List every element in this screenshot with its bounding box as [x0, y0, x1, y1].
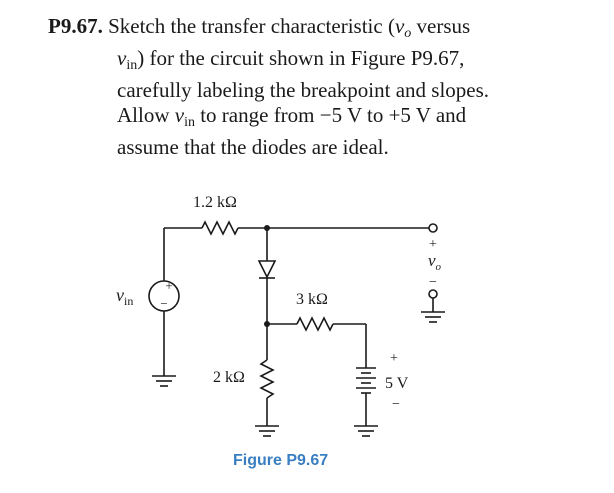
- problem-line-3: carefully labeling the breakpoint and sl…: [117, 78, 490, 102]
- battery-minus-label: −: [392, 397, 400, 412]
- problem-statement: P9.67. Sketch the transfer characteristi…: [48, 14, 568, 160]
- problem-line-2: vin) for the circuit shown in Figure P9.…: [117, 46, 465, 73]
- ground-symbol-battery: [354, 425, 378, 437]
- battery-5v: + 5 V −: [356, 351, 409, 426]
- source-plus-label: +: [165, 278, 172, 293]
- problem-line-4: Allow vin to range from −5 V to +5 V and: [117, 103, 467, 130]
- vo-minus-label: −: [429, 275, 437, 290]
- output-terminals: + vo −: [428, 223, 442, 312]
- resistor-3-2k: 2 kΩ: [213, 324, 275, 426]
- output-terminal-top: [428, 223, 438, 233]
- battery-plus-label: +: [390, 351, 398, 366]
- vo-label: vo: [428, 251, 442, 273]
- diode: [257, 228, 277, 324]
- r1-label: 1.2 kΩ: [193, 194, 237, 211]
- r2-label: 3 kΩ: [296, 291, 328, 308]
- source-minus-label: −: [160, 296, 167, 311]
- output-terminal-bottom: [428, 289, 438, 299]
- vin-label: vin: [116, 285, 133, 308]
- vo-plus-label: +: [429, 237, 437, 252]
- ground-symbol-source: [152, 375, 176, 387]
- figure-caption: Figure P9.67: [233, 452, 329, 469]
- resistor-2-3k: 3 kΩ: [267, 291, 367, 368]
- ground-symbol-output: [421, 311, 445, 323]
- problem-line-1: P9.67. Sketch the transfer characteristi…: [48, 14, 471, 41]
- battery-voltage-label: 5 V: [385, 375, 409, 392]
- voltage-source-vin: + − vin: [116, 228, 180, 376]
- r3-label: 2 kΩ: [213, 369, 245, 386]
- ground-symbol-r3: [255, 425, 279, 437]
- problem-line-5: assume that the diodes are ideal.: [117, 135, 389, 159]
- resistor-1-2k: 1.2 kΩ: [164, 194, 267, 236]
- problem-number: P9.67.: [48, 14, 103, 38]
